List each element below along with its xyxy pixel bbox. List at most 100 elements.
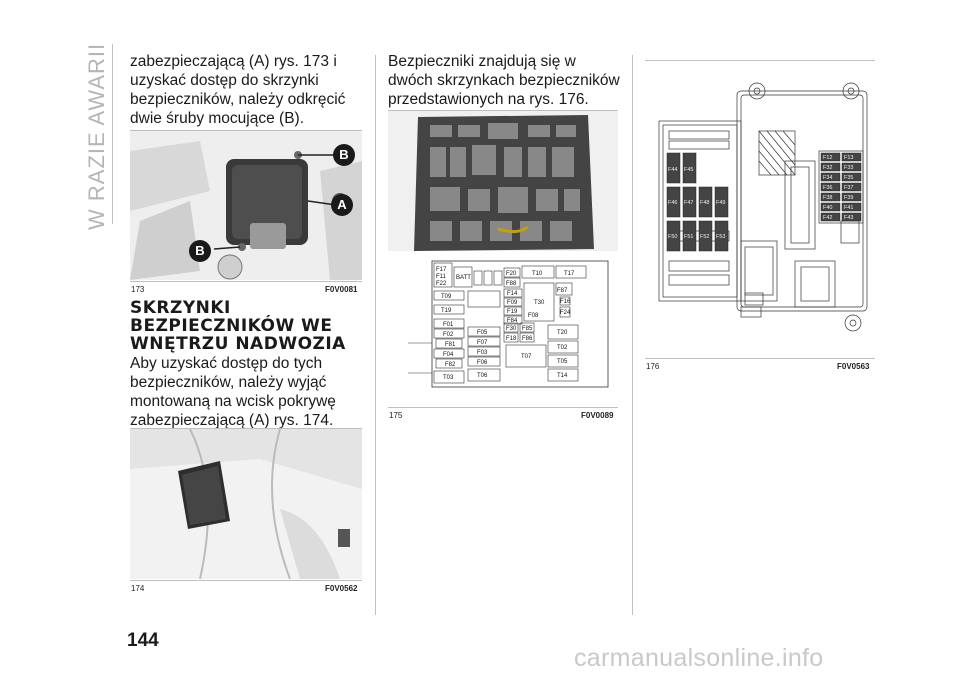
fuse-label: F35 (844, 175, 853, 181)
fuse-label: BATT (456, 275, 471, 281)
fuse-label: F37 (844, 185, 853, 191)
fuse-label: F03 (477, 350, 488, 356)
fig174-number: 174 (131, 584, 145, 593)
fuse-label: F18 (506, 336, 517, 342)
fig175-code: F0V0089 (581, 411, 614, 420)
fuse-label: F12 (823, 155, 832, 161)
fig174-bottom-rule (130, 580, 362, 581)
fuse-label: F09 (507, 300, 518, 306)
fuse-label: F16 (560, 299, 571, 305)
fuse-label: F20 (506, 271, 517, 277)
fuse-label: T14 (557, 373, 568, 379)
fuse-label: F87 (557, 288, 568, 294)
fuse-label: F48 (700, 200, 709, 206)
figure-176: F12 F13 F32 F33 F34 F35 F36 F37 F38 F39 … (645, 61, 875, 357)
watermark: carmanualsonline.info (574, 644, 824, 672)
fuse-label: F17 (436, 267, 447, 273)
fuse-label: F33 (844, 165, 853, 171)
fuse-label: F06 (477, 360, 488, 366)
column-divider-1 (375, 55, 376, 615)
fuse-label: T03 (443, 375, 454, 381)
fig173-code: F0V0081 (325, 285, 358, 294)
section-divider (112, 44, 113, 224)
fuse-label: F84 (507, 318, 518, 324)
fuse-box-176-diagram: F12 F13 F32 F33 F34 F35 F36 F37 F38 F39 … (658, 82, 868, 332)
fuse-label: F02 (443, 332, 454, 338)
fuse-label: F47 (684, 200, 693, 206)
fuse-label: F41 (844, 205, 853, 211)
fuse-label: F30 (506, 326, 517, 332)
fuse-label: F49 (716, 200, 725, 206)
fig176-number: 176 (646, 362, 660, 371)
fig174-top-rule (130, 428, 362, 429)
fuse-label: F36 (823, 185, 832, 191)
fuse-label: F53 (716, 234, 725, 240)
fuse-label: F05 (477, 330, 488, 336)
figure-175: F17 F11 F22 BATT T09 T19 F01 F02 F81 F04… (388, 111, 618, 406)
fuse-label: F86 (522, 336, 533, 342)
fuse-label: F38 (823, 195, 832, 201)
intro-paragraph: zabezpieczającą (A) rys. 173 i uzyskać d… (130, 53, 346, 127)
fig173-number: 173 (131, 285, 145, 294)
fuse-label: T09 (441, 294, 452, 300)
fuse-label: F22 (436, 281, 447, 287)
fuse-label: T20 (557, 330, 568, 336)
cover-paragraph: Aby uzyskać dostęp do tych bezpieczników… (130, 355, 336, 429)
fuse-label: F51 (684, 234, 693, 240)
callout-b-top: B (339, 147, 349, 162)
fuse-label: F43 (844, 215, 853, 221)
section-heading: SKRZYNKI BEZPIECZNIKÓW WE WNĘTRZU NADWOZ… (130, 298, 346, 354)
fuse-label: F50 (668, 234, 677, 240)
fuse-cover-photo (130, 131, 362, 280)
callout-a: A (337, 197, 347, 212)
fuse-label: F85 (522, 326, 533, 332)
callout-b-bottom: B (195, 243, 205, 258)
fig175-number: 175 (389, 411, 403, 420)
fig176-code: F0V0563 (837, 362, 870, 371)
figure-174 (130, 429, 362, 579)
fuse-label: F44 (668, 167, 677, 173)
section-title: W RAZIE AWARII (84, 42, 109, 230)
page-number: 144 (127, 630, 159, 651)
location-paragraph: Bezpieczniki znajdują się w dwóch skrzyn… (388, 53, 620, 108)
fuse-label: F07 (477, 340, 488, 346)
fig175-bottom-rule (388, 407, 618, 408)
fig173-bottom-rule (130, 281, 362, 282)
fuse-label: F14 (507, 291, 518, 297)
fuse-label: F04 (443, 352, 454, 358)
fuse-label: F01 (443, 322, 454, 328)
fuse-box-diagram: F17 F11 F22 BATT T09 T19 F01 F02 F81 F04… (388, 111, 618, 388)
fuse-label: F52 (700, 234, 709, 240)
fuse-label: F19 (507, 309, 518, 315)
fuse-label: F39 (844, 195, 853, 201)
fig174-code: F0V0562 (325, 584, 358, 593)
fuse-label: F11 (436, 274, 447, 280)
fuse-label: T05 (557, 359, 568, 365)
fuse-label: T06 (477, 373, 488, 379)
fuse-label: T02 (557, 345, 568, 351)
fuse-label: F88 (506, 281, 517, 287)
fuse-label: F46 (668, 200, 677, 206)
fuse-label: F34 (823, 175, 832, 181)
fig173-top-rule (130, 130, 362, 131)
fuse-label: F45 (684, 167, 693, 173)
fuse-label: T17 (564, 271, 575, 277)
column-divider-2 (632, 55, 633, 615)
fuse-label: F13 (844, 155, 853, 161)
fig175-top-rule (388, 110, 618, 111)
figure-173: B A B (130, 131, 362, 280)
fuse-label: F40 (823, 205, 832, 211)
fuse-label: F24 (560, 310, 571, 316)
interior-fuse-cover-photo (130, 429, 362, 579)
fuse-label: T19 (441, 308, 452, 314)
fuse-label: T30 (534, 300, 545, 306)
fuse-label: F82 (445, 362, 456, 368)
fuse-label: F32 (823, 165, 832, 171)
fig176-top-rule (645, 60, 875, 61)
fuse-label: F42 (823, 215, 832, 221)
fuse-label: T07 (521, 354, 532, 360)
fig176-bottom-rule (645, 358, 875, 359)
fuse-label: T10 (532, 271, 543, 277)
fuse-label: F08 (528, 313, 539, 319)
fuse-label: F81 (445, 342, 456, 348)
